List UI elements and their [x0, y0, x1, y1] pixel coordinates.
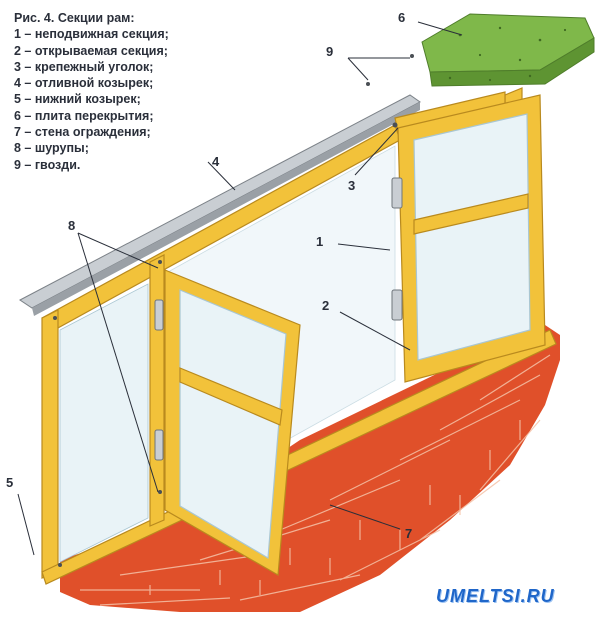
opening-sash-left — [164, 269, 301, 576]
caption-item-1: 1 – неподвижная секция; — [14, 27, 169, 42]
callout-4: 4 — [212, 154, 220, 169]
caption-item-3: 3 – крепежный уголок; — [14, 59, 154, 74]
callout-8: 8 — [68, 218, 75, 233]
callout-leaders — [17, 21, 463, 556]
caption-item-4: 4 – отливной козырек; — [14, 76, 154, 91]
hinges — [154, 177, 403, 461]
floor-slab — [421, 13, 595, 87]
caption-title: Рис. 4. Секции рам: — [14, 11, 135, 25]
callout-5: 5 — [6, 475, 13, 490]
figure-caption: Рис. 4. Секции рам: 1 – неподвижная секц… — [14, 10, 274, 173]
drip-cap — [19, 94, 421, 316]
callout-numbers: 1 2 3 4 5 6 7 8 9 — [6, 10, 412, 541]
opening-sash-right — [397, 94, 546, 383]
caption-item-8: 8 – шурупы; — [14, 141, 89, 156]
caption-item-7: 7 – стена ограждения; — [14, 125, 151, 140]
callout-3: 3 — [348, 178, 355, 193]
caption-item-9: 9 – гвозди. — [14, 157, 81, 172]
fasteners — [53, 54, 414, 567]
callout-7: 7 — [405, 526, 412, 541]
callout-9: 9 — [326, 44, 333, 59]
callout-2: 2 — [322, 298, 329, 313]
callout-1: 1 — [316, 234, 323, 249]
callout-6: 6 — [398, 10, 405, 25]
caption-item-2: 2 – открываемая секция; — [14, 43, 168, 58]
caption-item-5: 5 – нижний козырек; — [14, 92, 141, 107]
site-watermark: UMELTSI.RU — [436, 586, 555, 606]
caption-item-6: 6 – плита перекрытия; — [14, 108, 154, 123]
